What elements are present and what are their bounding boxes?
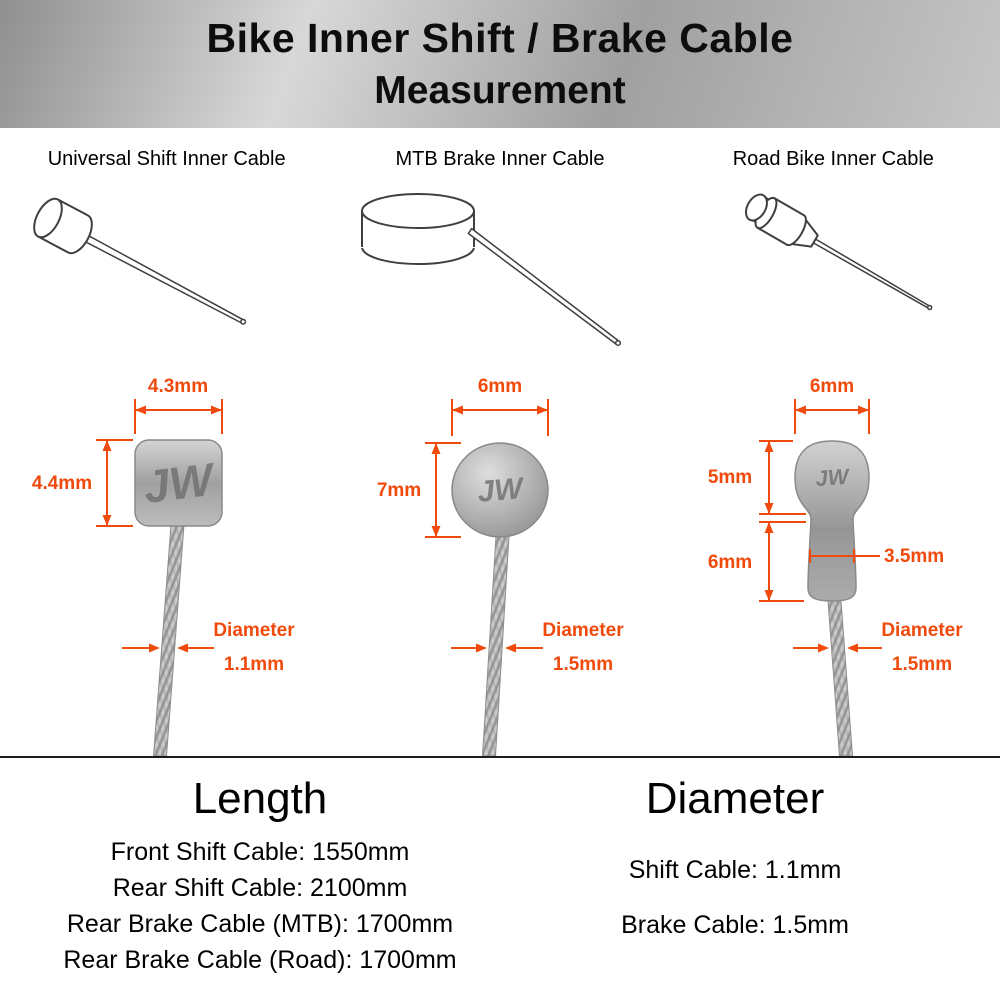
specs-section: Length Front Shift Cable: 1550mm Rear Sh… [0,758,1000,978]
infographic-root: Bike Inner Shift / Brake Cable Measureme… [0,0,1000,978]
height-dimension-label: 7mm [377,480,421,501]
mtb-cable-outline [361,193,622,347]
cable-wire [152,517,186,756]
diameter-annotation: Diameter 1.5mm [451,620,624,675]
mtb-cable-measure-diagram: JW 6mm 7mm [377,376,624,756]
diameter-value: 1.5mm [553,654,613,675]
title-line-2: Measurement [374,69,626,112]
dome-height-label: 5mm [708,467,752,488]
height-dimension-label: 4.4mm [32,473,92,494]
diameter-specs: Diameter Shift Cable: 1.1mm Brake Cable:… [520,772,1000,978]
brand-stamp: JW [141,453,219,513]
diameter-label: Diameter [881,620,963,641]
header-banner: Bike Inner Shift / Brake Cable Measureme… [0,0,1000,128]
width-dimension-label: 6mm [478,376,522,397]
shift-cable-outline [33,197,247,325]
neck-width-dimension: 3.5mm [809,546,944,567]
shift-cable-measure-diagram: JW 4.3mm 4.4mm [32,376,295,756]
length-spec-item: Rear Brake Cable (Road): 1700mm [63,946,457,974]
diameter-spec-item: Shift Cable: 1.1mm [628,856,842,884]
skirt-height-dimension: 6mm [708,521,806,602]
brand-stamp: JW [815,464,852,491]
road-cable-measure-diagram: JW 6mm 5mm [708,376,963,756]
diameter-spec-item: Brake Cable: 1.5mm [621,911,849,939]
cable-head: JW [794,440,870,602]
title-line-1: Bike Inner Shift / Brake Cable [206,15,794,61]
shift-cable-drawing [33,197,247,325]
column-label-mtb: MTB Brake Inner Cable [395,148,605,170]
column-labels-row: Universal Shift Inner Cable MTB Brake In… [0,148,1000,173]
road-cable-drawing [744,193,933,311]
neck-width-label: 3.5mm [884,546,944,567]
height-dimension: 7mm [377,442,461,538]
length-spec-item: Rear Brake Cable (MTB): 1700mm [66,910,454,938]
diameter-annotation: Diameter 1.1mm [122,620,295,675]
skirt-height-label: 6mm [708,552,752,573]
cable-head: JW [134,439,223,527]
section-divider [0,756,1000,758]
diameter-value: 1.1mm [224,654,284,675]
height-dimension: 4.4mm [32,439,133,527]
width-dimension: 4.3mm [134,376,223,434]
length-heading: Length [192,774,328,823]
column-label-universal: Universal Shift Inner Cable [47,148,286,170]
mtb-cable-drawing [361,193,622,347]
diameter-annotation: Diameter 1.5mm [793,620,963,675]
brand-stamp: JW [476,472,526,509]
cable-wire [826,593,854,756]
line-drawings-row [0,173,1000,368]
measurement-row: JW 4.3mm 4.4mm [0,368,1000,756]
road-cable-outline [744,193,933,311]
width-dimension: 6mm [451,376,549,436]
width-dimension-label: 4.3mm [148,376,208,397]
column-label-road: Road Bike Inner Cable [732,148,934,170]
length-spec-item: Front Shift Cable: 1550mm [110,838,410,866]
length-spec-item: Rear Shift Cable: 2100mm [112,874,408,902]
width-dimension-label: 6mm [810,376,854,397]
width-dimension: 6mm [794,376,870,434]
cable-wire [481,527,511,756]
dome-height-dimension: 5mm [708,440,806,515]
diameter-label: Diameter [542,620,624,641]
diameter-heading: Diameter [645,774,825,823]
diameter-value: 1.5mm [892,654,952,675]
cable-head: JW [451,442,549,538]
diameter-label: Diameter [213,620,295,641]
length-specs: Length Front Shift Cable: 1550mm Rear Sh… [0,772,520,978]
